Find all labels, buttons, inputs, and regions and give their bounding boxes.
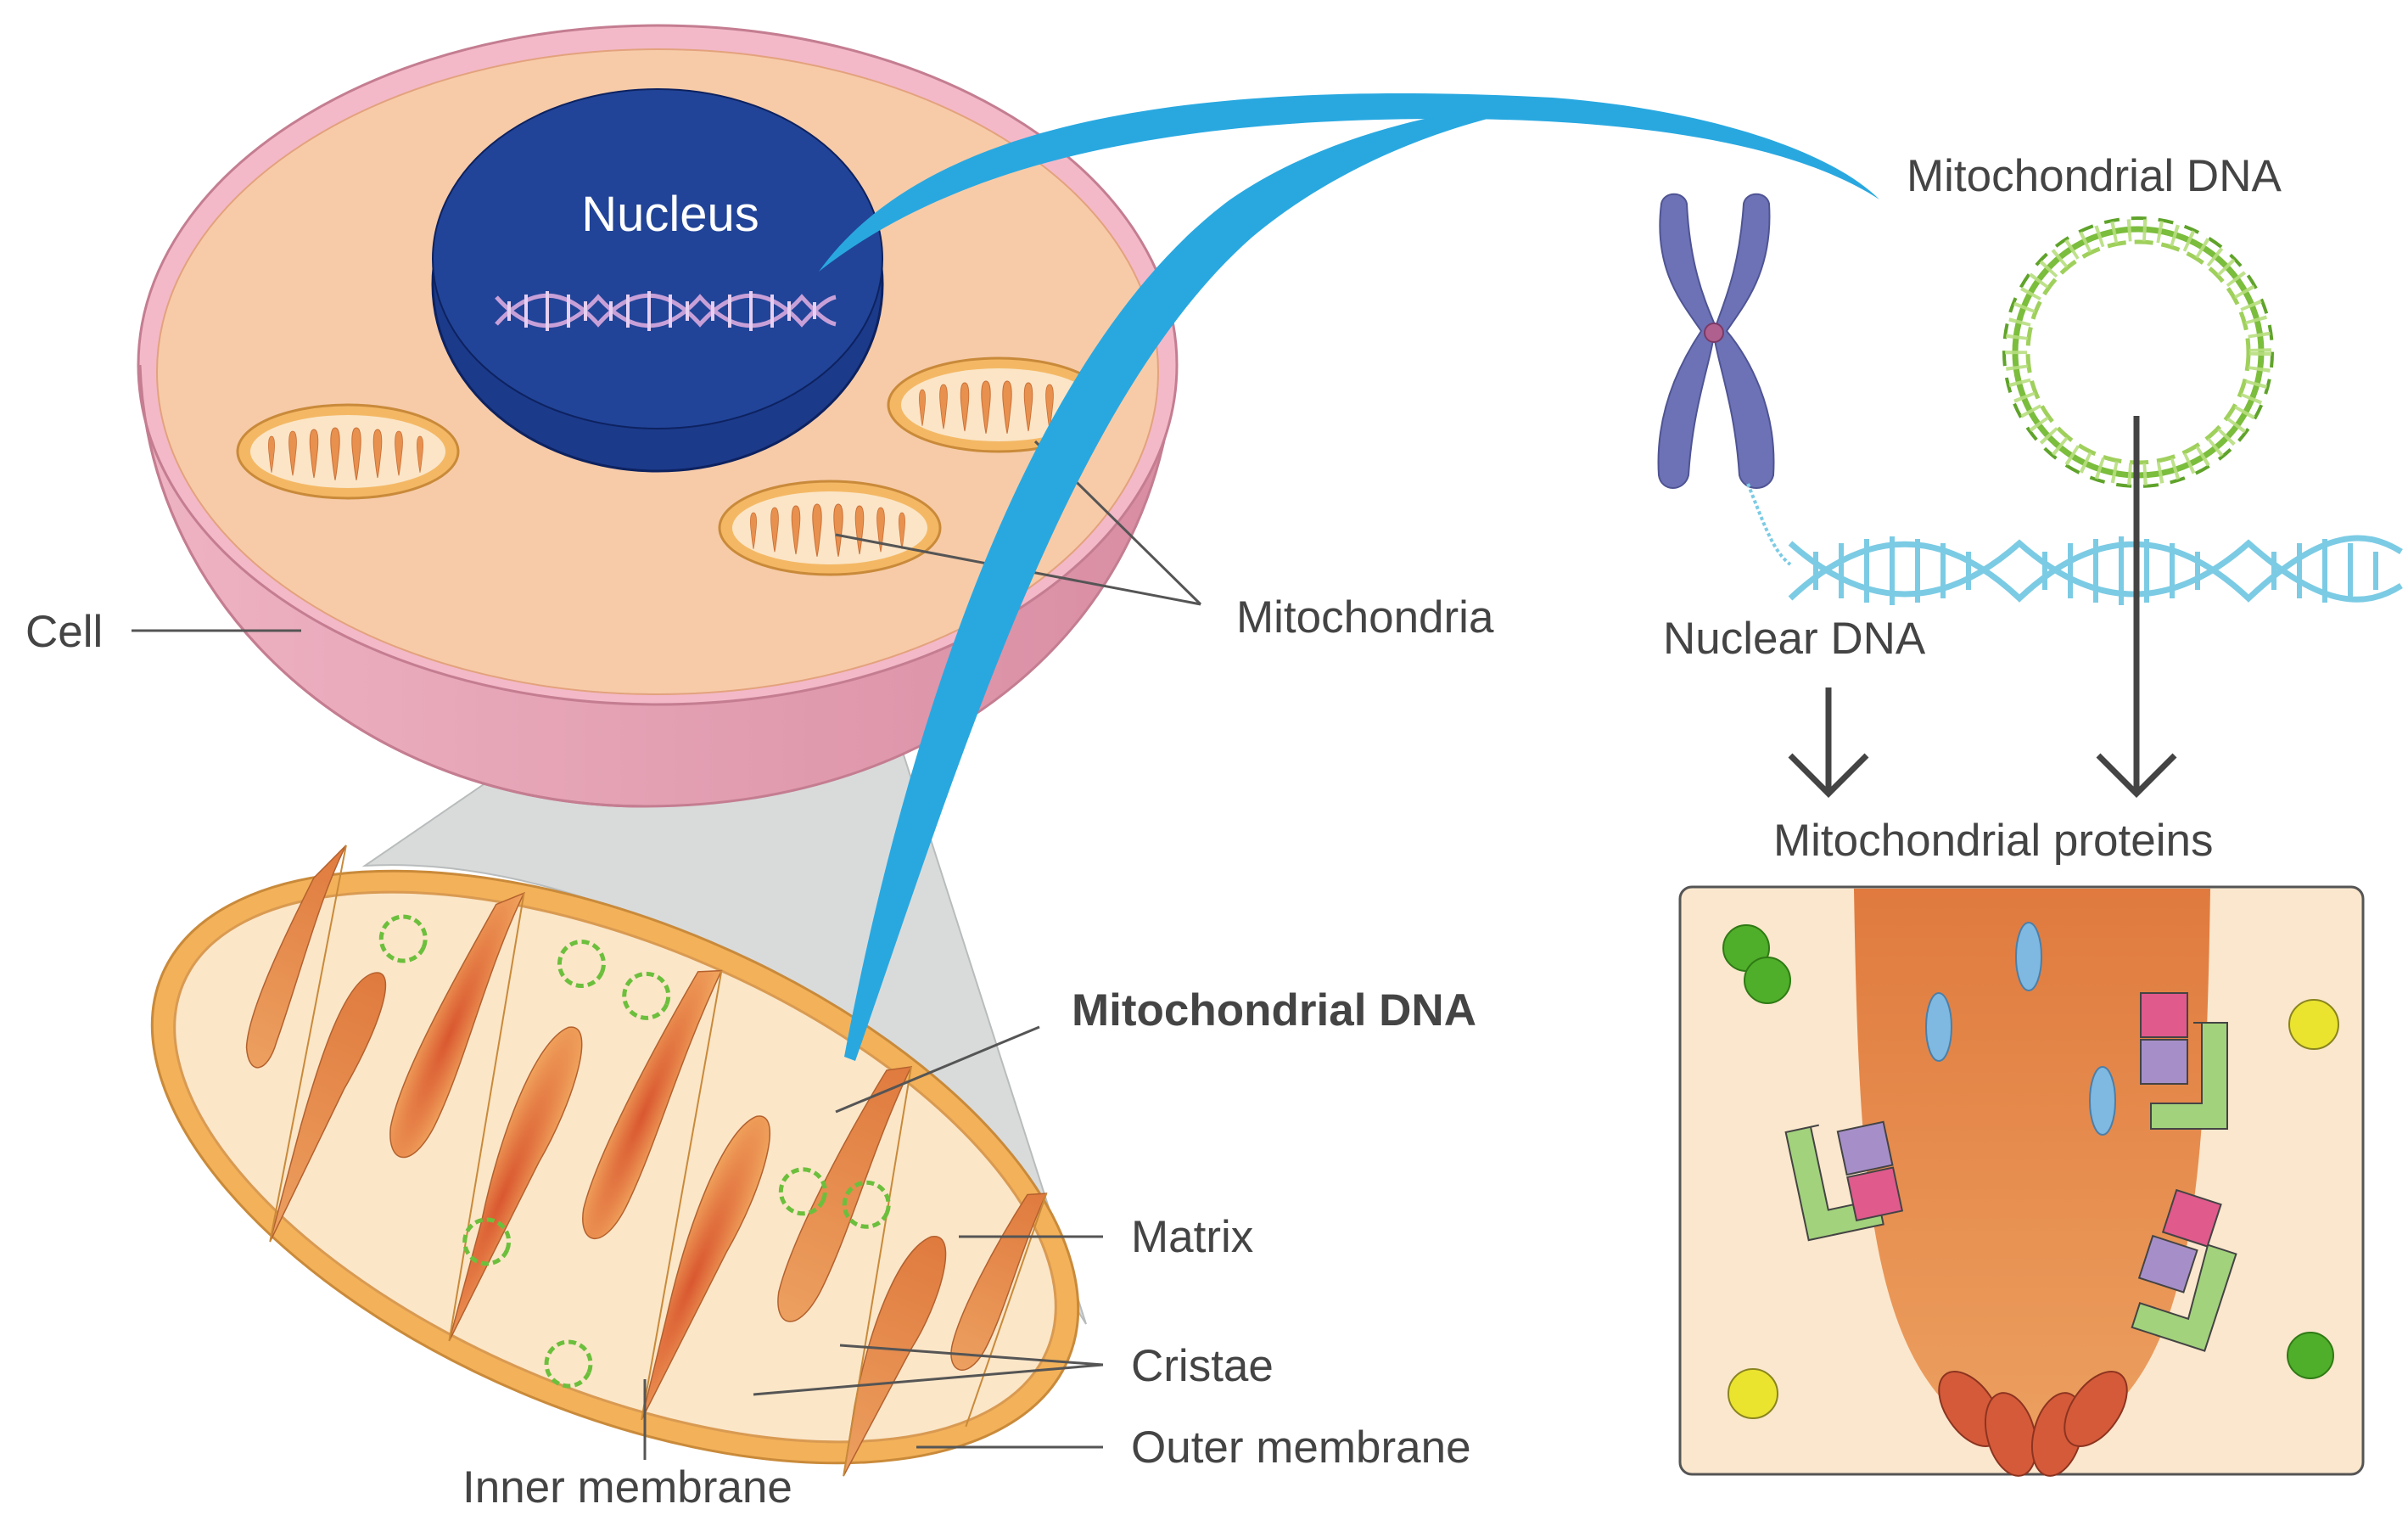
nuclear-dna-helix-icon (495, 291, 837, 331)
cristae-boundary-lines (269, 845, 1048, 1477)
cell-label: Cell (25, 607, 103, 657)
mtdna-callout-leader (835, 1025, 1040, 1114)
mitochondrial-proteins-label: Mitochondrial proteins (1773, 816, 2213, 866)
mtdna-circles (378, 914, 891, 1389)
cristae-folds (245, 845, 1048, 1477)
nuclear-dna-label: Nuclear DNA (1663, 614, 1926, 664)
outer-membrane-label: Outer membrane (1131, 1423, 1471, 1473)
mtdna-callout-label: Mitochondrial DNA (1072, 985, 1476, 1035)
mitochondria-label: Mitochondria (1236, 592, 1494, 643)
arrow-mtdna-to-proteins (2096, 416, 2177, 798)
atp-synthase-heads (1938, 1371, 2128, 1477)
cristae-label: Cristae (1131, 1341, 1274, 1391)
mitochondrial-dna-title: Mitochondrial DNA (1907, 151, 2282, 201)
cristae-leader-b (753, 1363, 1104, 1396)
blue-connector-mitochondrion (844, 101, 1578, 1061)
mitochondrion-large (150, 845, 1080, 1477)
nucleus: Nucleus (431, 88, 884, 473)
protein-complexes (1784, 992, 2237, 1352)
yellow-molecules (1728, 999, 2339, 1419)
blue-connector-nucleus (819, 93, 1879, 272)
blue-vesicles (1925, 922, 2116, 1136)
chromosome-icon (1657, 193, 1775, 489)
nuclear-dna-strand-icon (1746, 483, 2403, 605)
arrow-nuclear-to-proteins (1788, 687, 1869, 798)
green-molecules (1722, 924, 2334, 1379)
nucleus-label: Nucleus (581, 187, 759, 242)
inner-membrane-label: Inner membrane (462, 1462, 792, 1512)
cristae-leader-a (839, 1344, 1104, 1366)
matrix-label: Matrix (1131, 1212, 1253, 1262)
mitochondrion-small-left (236, 403, 460, 500)
mitochondrion-small-center (718, 480, 942, 576)
protein-panel (1678, 885, 2365, 1477)
